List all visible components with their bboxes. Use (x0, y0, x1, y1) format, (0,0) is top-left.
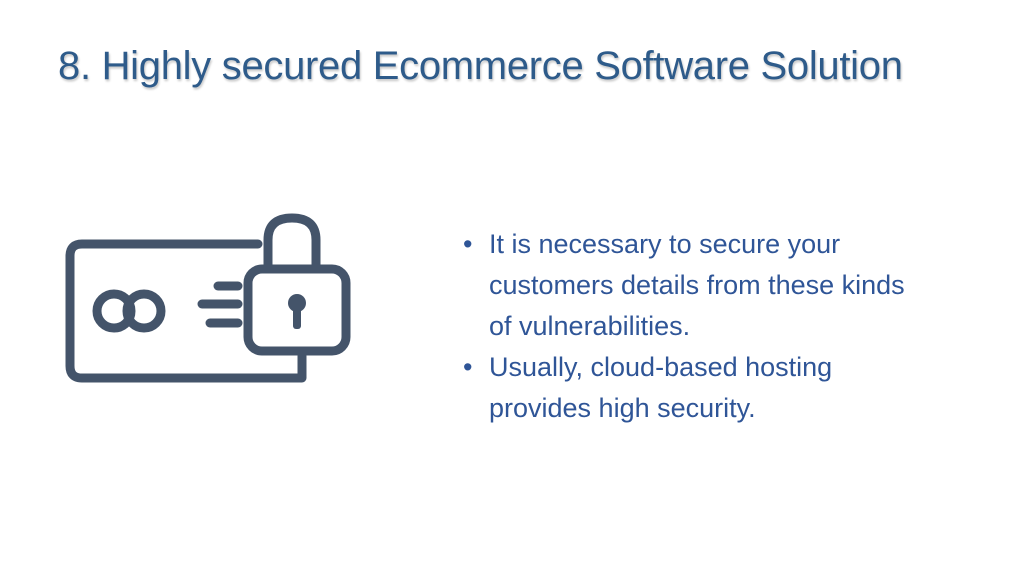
bullet-item: • Usually, cloud-based hosting provides … (463, 347, 933, 429)
bullet-item: • It is necessary to secure your custome… (463, 224, 933, 347)
slide-title: 8. Highly secured Ecommerce Software Sol… (58, 44, 903, 88)
bullet-text: It is necessary to secure your customers… (489, 229, 905, 341)
bullet-marker: • (463, 229, 473, 259)
bullet-text: Usually, cloud-based hosting provides hi… (489, 352, 833, 423)
bullet-list: • It is necessary to secure your custome… (463, 224, 933, 429)
bullet-marker: • (463, 352, 473, 382)
secure-card-lock-icon (65, 213, 351, 383)
